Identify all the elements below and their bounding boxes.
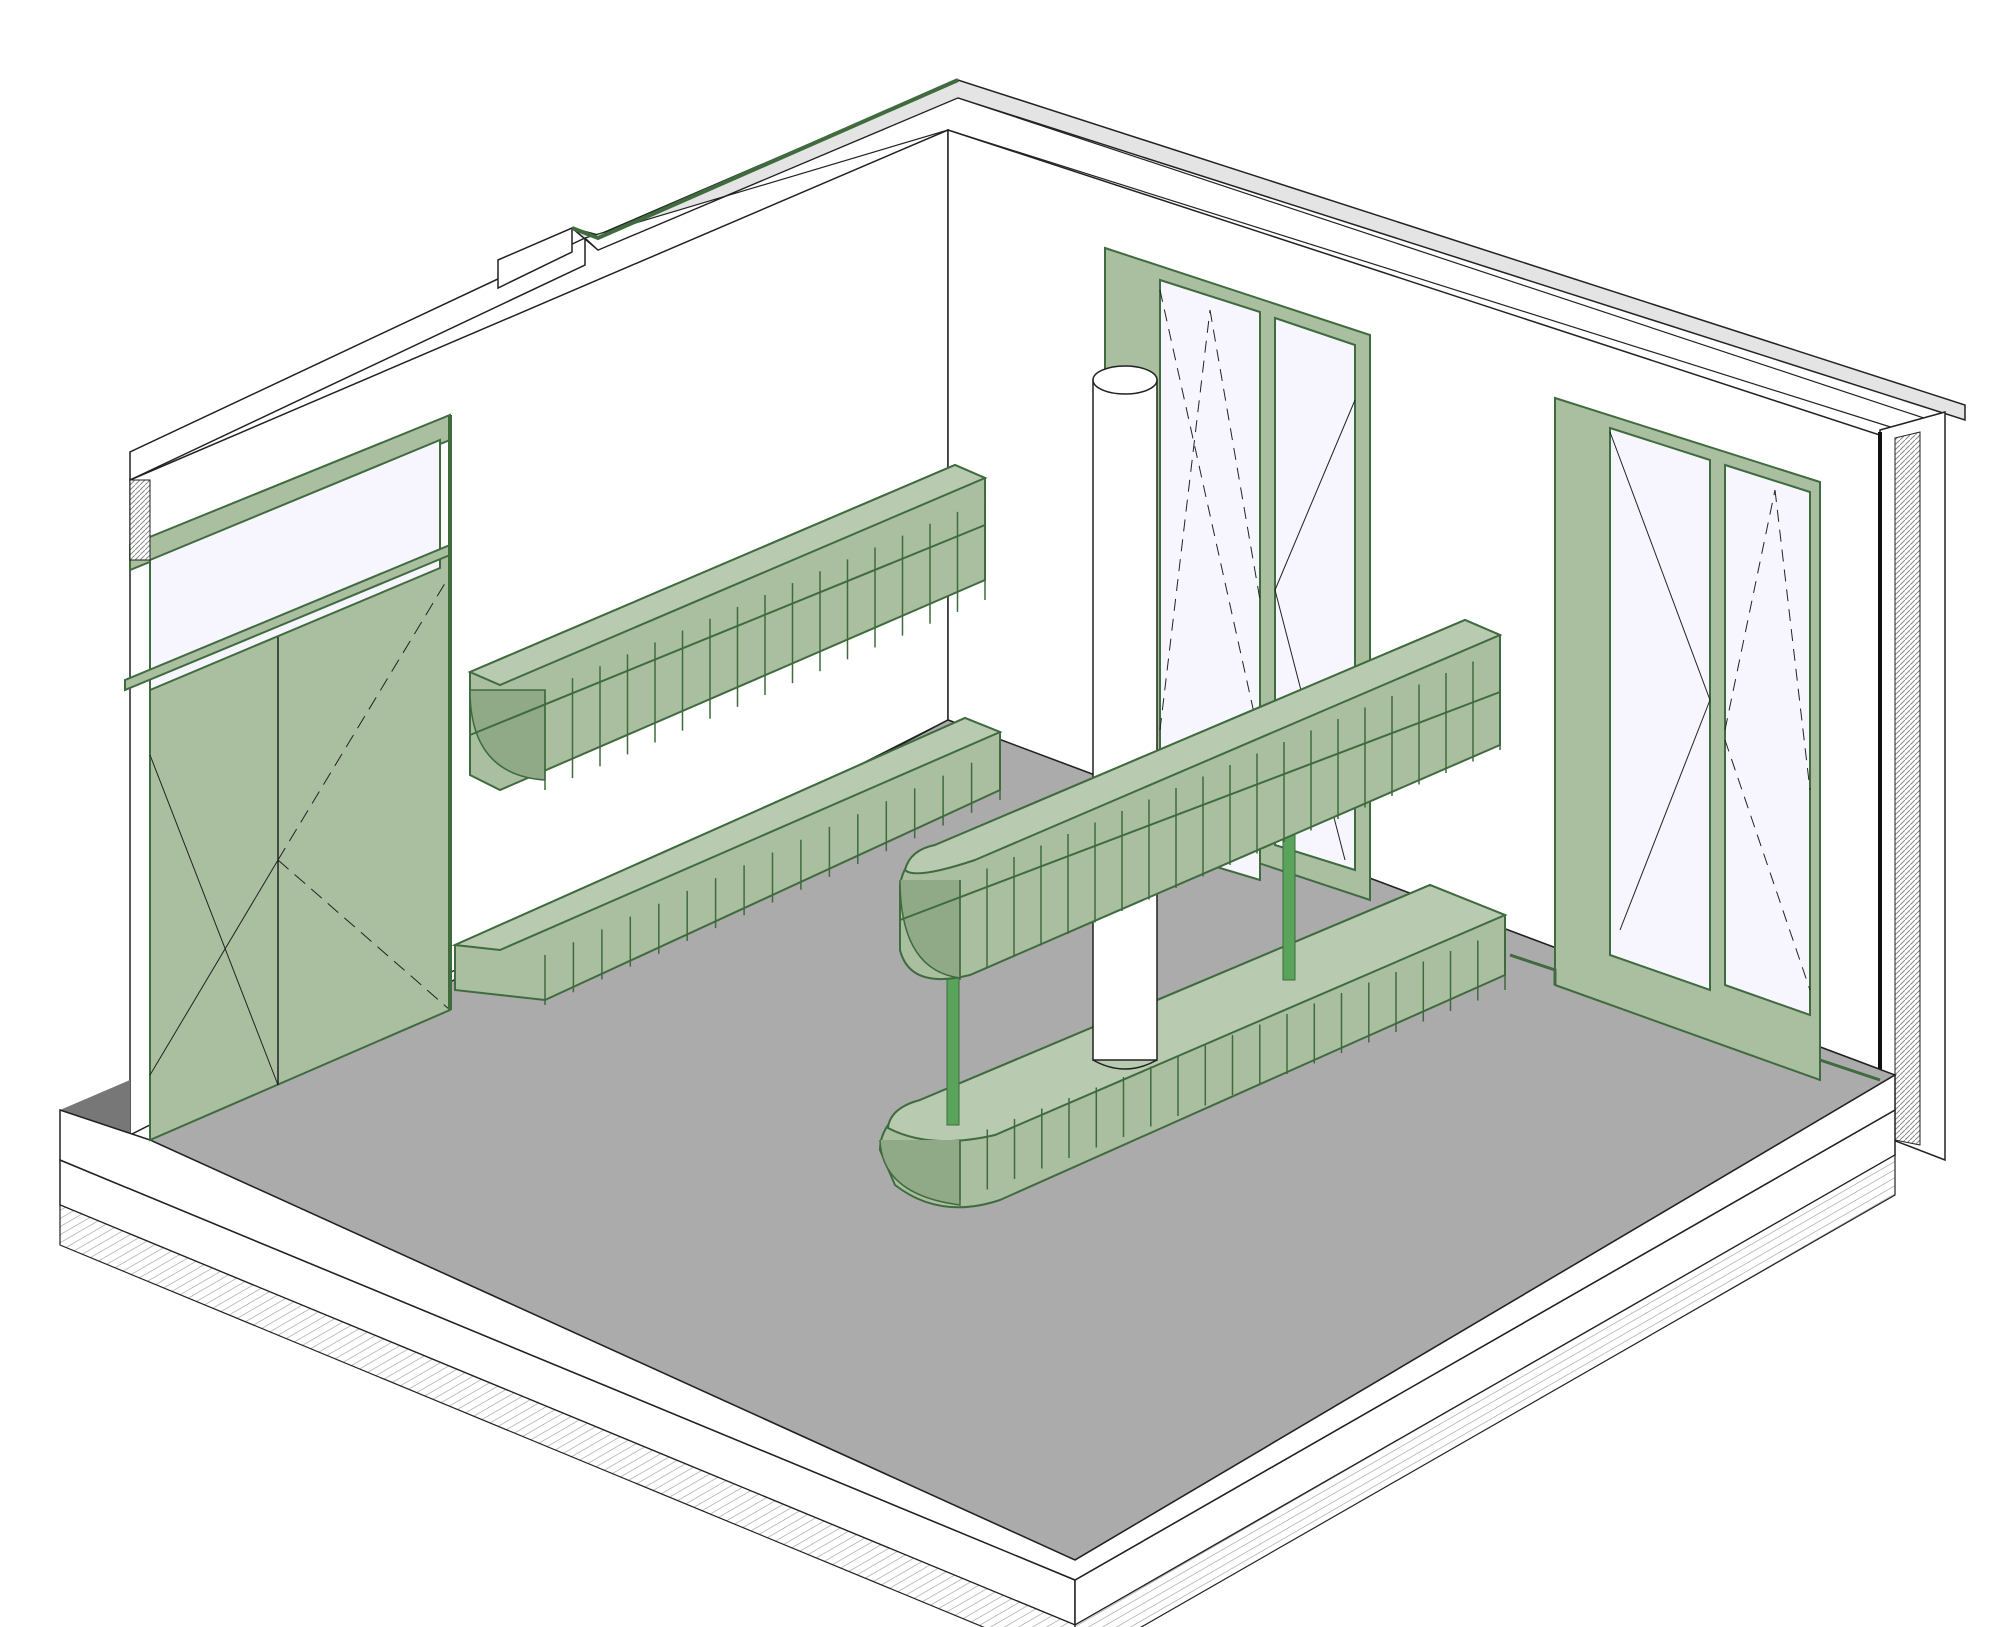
- wall-shelf-lower: [451, 716, 1003, 1005]
- island-shelf-lower-dividers: [959, 930, 1506, 1200]
- island-shelf-upper-dividers: [959, 650, 1501, 980]
- island-shelf-lower: [878, 883, 1508, 1209]
- wall-shelf-upper: [467, 463, 988, 792]
- wall-shelf-lower-dividers: [544, 750, 1001, 1005]
- balcony-door-right: [1509, 396, 1881, 1082]
- round-column: [1092, 365, 1158, 1070]
- transom-window: [124, 413, 452, 1010]
- wall-shelf-upper-dividers: [544, 500, 986, 790]
- right-wall-section: [1878, 411, 1946, 1162]
- island-shelf-upper: [899, 618, 1503, 981]
- island-legs: [946, 829, 1296, 1126]
